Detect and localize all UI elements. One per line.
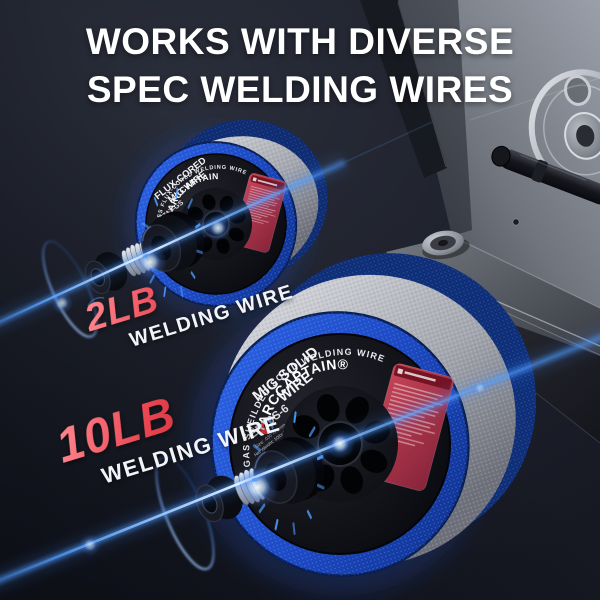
brand-flame-icon: [259, 421, 271, 435]
light-flares: [51, 215, 489, 556]
laser-beam-upper: [0, 121, 433, 331]
sparkle-dashes-upper: [141, 187, 203, 298]
headline-line2: SPEC WELDING WIRES: [86, 69, 514, 110]
headline-line1: WORKS WITH DIVERSE: [85, 21, 515, 62]
headline: WORKS WITH DIVERSE SPEC WELDING WIRES: [0, 18, 600, 114]
sparkle-dashes-lower: [251, 411, 325, 536]
sparkle-curl: [87, 296, 105, 307]
